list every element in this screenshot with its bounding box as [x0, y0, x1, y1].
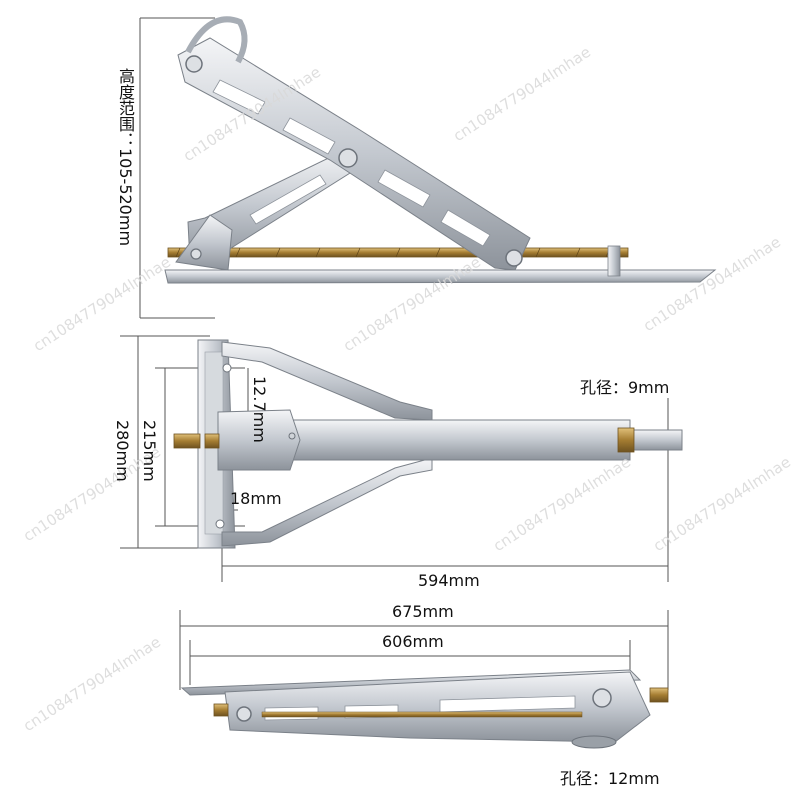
- base-bracket: [175, 214, 233, 271]
- folded-foot: [571, 735, 617, 749]
- folded-pivot-right: [592, 688, 612, 708]
- hole-offset-label: 12.7mm: [250, 376, 269, 443]
- hub: [217, 409, 301, 471]
- folded-jack-view: [179, 610, 669, 749]
- edge-offset-label: 18mm: [230, 489, 282, 508]
- pivot-base: [190, 248, 202, 260]
- upper-arm-slot-1: [212, 79, 266, 115]
- screw-thread-marks: [175, 247, 611, 258]
- pivot-middle: [338, 148, 358, 168]
- height-range-label: 高度范围：105-520mm: [116, 68, 135, 247]
- top-hook: [185, 16, 248, 64]
- pivot-bottom: [505, 249, 523, 267]
- extended-jack-side-view: [139, 16, 717, 319]
- hub-rivet: [288, 432, 296, 440]
- screw-end-shaft: [607, 245, 621, 277]
- hole-top-label: 孔径：9mm: [580, 378, 670, 397]
- inner-height-label: 215mm: [140, 420, 159, 482]
- top-length-label: 594mm: [418, 571, 480, 590]
- upper-arm-slot-2: [282, 117, 336, 155]
- folded-left-bolt: [213, 703, 229, 717]
- folded-inner-label: 606mm: [382, 632, 444, 651]
- end-bolt: [173, 433, 201, 449]
- hole-bottom-corner: [215, 519, 225, 529]
- total-height-label: 280mm: [113, 420, 132, 482]
- nut-left: [204, 433, 220, 449]
- folded-slot-3: [439, 695, 576, 713]
- folded-screw: [261, 711, 583, 718]
- folded-pivot-left: [236, 706, 252, 722]
- shaft-end: [629, 429, 683, 451]
- folded-length-label: 675mm: [392, 602, 454, 621]
- pivot-top: [185, 55, 203, 73]
- hole-bottom-label: 孔径：12mm: [560, 769, 660, 788]
- central-beam: [289, 419, 631, 461]
- folded-end-bolt: [649, 687, 669, 703]
- lower-arm-plan: [221, 457, 433, 547]
- base-plate: [164, 269, 717, 284]
- upper-arm-slot-3: [377, 169, 431, 208]
- hole-top-corner: [222, 363, 232, 373]
- lower-arm-slot: [249, 174, 327, 225]
- upper-arm-slot-4: [440, 209, 491, 247]
- folded-body: [224, 671, 651, 743]
- crank-fitting: [617, 427, 635, 453]
- top-down-view: [120, 335, 683, 582]
